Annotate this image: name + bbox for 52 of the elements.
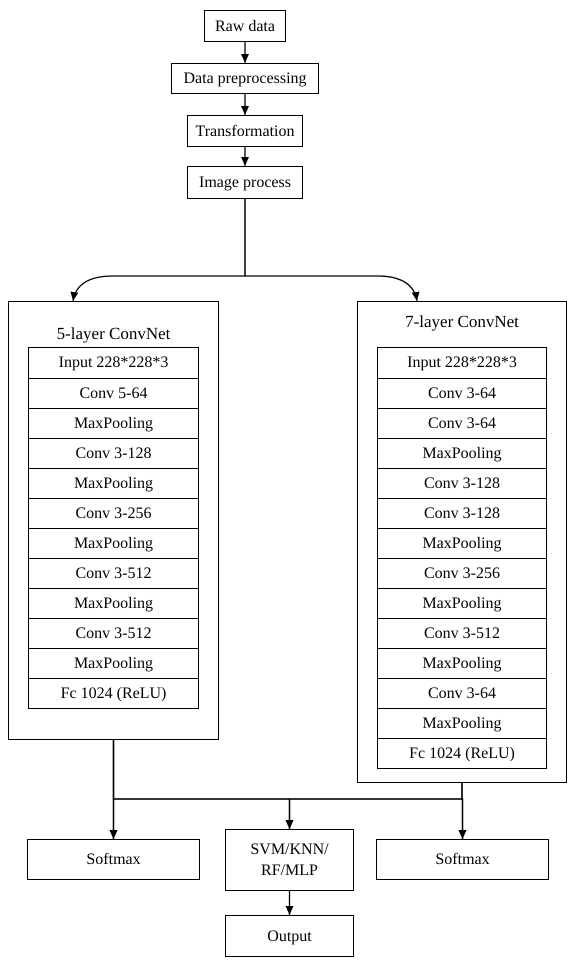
layer-label: MaxPooling — [74, 534, 154, 554]
box-label: Output — [267, 926, 312, 946]
panel-heading: 5-layer ConvNet — [56, 323, 172, 345]
layer-label: Conv 3-64 — [428, 384, 496, 404]
process-box — [204, 10, 286, 42]
layer-label: Conv 3-512 — [76, 564, 152, 584]
layer-label: Fc 1024 (ReLU) — [409, 744, 515, 764]
arrow — [244, 199, 419, 302]
layer-label: Input 228*228*3 — [58, 353, 168, 373]
layer-label: MaxPooling — [74, 654, 154, 674]
process-box — [171, 63, 319, 94]
layer-label: Conv 3-64 — [428, 414, 496, 434]
box-label: Transformation — [196, 122, 294, 142]
arrow — [241, 147, 249, 166]
box-label: Data preprocessing — [183, 69, 307, 89]
box-label: SVM/KNN/ RF/MLP — [249, 840, 330, 881]
process-box — [376, 839, 549, 880]
layer-label: MaxPooling — [422, 654, 502, 674]
layer-label: Conv 3-256 — [424, 564, 500, 584]
box-label: Raw data — [215, 16, 275, 36]
process-box — [225, 915, 354, 957]
process-box — [187, 115, 303, 147]
layer-label: Fc 1024 (ReLU) — [60, 684, 166, 704]
network-panel — [357, 301, 567, 783]
layer-label: Conv 3-512 — [76, 624, 152, 644]
panel-heading: 7-layer ConvNet — [404, 311, 520, 333]
arrow — [286, 891, 294, 915]
layer-label: MaxPooling — [422, 594, 502, 614]
process-box — [27, 839, 200, 880]
layer-label: Conv 3-128 — [424, 474, 500, 494]
layer-label: MaxPooling — [74, 474, 154, 494]
process-box — [225, 829, 354, 891]
layer-label: MaxPooling — [422, 444, 502, 464]
layer-label: Conv 3-256 — [76, 504, 152, 524]
network-panel — [8, 301, 219, 740]
layer-label: MaxPooling — [422, 714, 502, 734]
box-label: Image process — [199, 173, 291, 193]
layer-label: Conv 3-512 — [424, 624, 500, 644]
arrow — [241, 42, 249, 63]
arrow — [458, 783, 466, 839]
arrow — [241, 94, 249, 115]
layer-label: Conv 3-128 — [76, 444, 152, 464]
box-label: Softmax — [435, 850, 490, 870]
layer-label: MaxPooling — [74, 594, 154, 614]
layer-label: Conv 5-64 — [80, 384, 148, 404]
layer-label: MaxPooling — [422, 534, 502, 554]
layer-label: MaxPooling — [74, 414, 154, 434]
process-box — [187, 166, 303, 199]
layer-label: Input 228*228*3 — [407, 353, 517, 373]
layer-label: Conv 3-64 — [428, 684, 496, 704]
box-label: Softmax — [86, 850, 141, 870]
layer-label: Conv 3-128 — [424, 504, 500, 524]
